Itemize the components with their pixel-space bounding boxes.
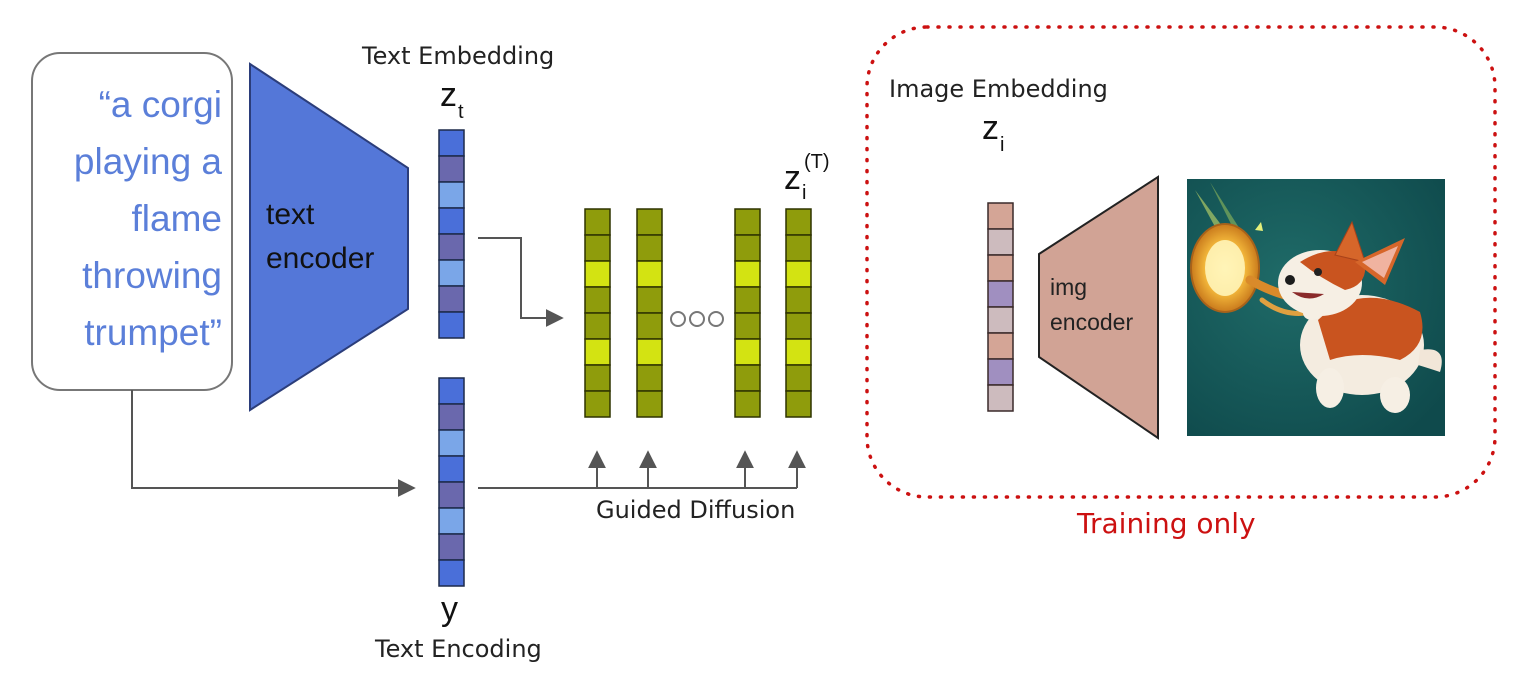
image-embedding-cell <box>987 384 1014 412</box>
diffusion-output-var: z <box>784 159 801 197</box>
diffusion-cell <box>734 390 761 418</box>
diffusion-cell <box>636 286 663 314</box>
diffusion-cell <box>636 390 663 418</box>
text-encoding-cell <box>438 559 465 587</box>
diffusion-cell <box>636 260 663 288</box>
text-embedding-cell <box>438 259 465 287</box>
image-embedding-cell <box>987 202 1014 230</box>
diffusion-cell <box>636 234 663 262</box>
text-encoding-cell <box>438 533 465 561</box>
diffusion-cell <box>785 338 812 366</box>
diffusion-cell <box>785 364 812 392</box>
diffusion-step-2 <box>636 208 663 418</box>
guided-diffusion-label: Guided Diffusion <box>596 496 795 524</box>
image-embedding-var: z <box>982 109 999 147</box>
training-only-region <box>865 25 1497 499</box>
image-embedding-cell <box>987 306 1014 334</box>
prompt-to-encoding-arrow <box>131 390 416 497</box>
image-embedding-cell <box>987 228 1014 256</box>
diffusion-cell <box>785 390 812 418</box>
diffusion-cell <box>584 338 611 366</box>
diffusion-cell <box>734 208 761 236</box>
diffusion-cell <box>636 338 663 366</box>
diffusion-cell <box>584 208 611 236</box>
image-embedding-cell <box>987 332 1014 360</box>
text-encoding-cell <box>438 403 465 431</box>
diffusion-cell <box>636 312 663 340</box>
diffusion-step-1 <box>584 208 611 418</box>
diffusion-cell <box>584 260 611 288</box>
ellipsis-dot-3 <box>708 311 724 327</box>
diffusion-cell <box>785 312 812 340</box>
text-encoding-vector <box>438 377 465 587</box>
diffusion-cell <box>734 364 761 392</box>
diffusion-output-sub: i <box>802 182 806 204</box>
text-embedding-cell <box>438 129 465 157</box>
text-embedding-var: z <box>440 76 457 114</box>
diffusion-cell <box>785 234 812 262</box>
prompt-line-1: “a corgi <box>99 84 222 125</box>
diffusion-cell <box>785 208 812 236</box>
text-embedding-cell <box>438 155 465 183</box>
text-encoding-title: Text Encoding <box>374 635 542 663</box>
diffusion-cell <box>785 260 812 288</box>
diffusion-cell <box>584 234 611 262</box>
text-embedding-cell <box>438 233 465 261</box>
text-encoding-cell <box>438 507 465 535</box>
img-encoder-label-1: img <box>1050 274 1087 300</box>
text-encoding-cell <box>438 455 465 483</box>
text-embedding-cell <box>438 207 465 235</box>
diffusion-cell <box>734 234 761 262</box>
prompt-line-3: flame <box>132 198 222 239</box>
img-encoder-shape <box>1038 175 1159 440</box>
diffusion-cell <box>584 364 611 392</box>
diffusion-step-3 <box>734 208 761 418</box>
text-encoder-shape <box>249 62 409 412</box>
diffusion-cell <box>734 338 761 366</box>
ellipsis-dot-2 <box>689 311 705 327</box>
prompt-line-5: trumpet” <box>84 312 222 353</box>
diffusion-output-sup: (T) <box>804 151 830 173</box>
image-embedding-sub: i <box>1000 134 1004 156</box>
diffusion-cell <box>734 312 761 340</box>
diffusion-cell <box>584 390 611 418</box>
diffusion-cell <box>636 208 663 236</box>
text-encoding-cell <box>438 429 465 457</box>
embedding-to-diffusion-arrow <box>478 237 564 327</box>
corgi-trumpet-image <box>1187 179 1445 436</box>
diffusion-cell <box>734 260 761 288</box>
diffusion-step-final <box>785 208 812 418</box>
img-encoder-label-2: encoder <box>1050 309 1133 335</box>
text-encoding-cell <box>438 377 465 405</box>
text-encoder-label-2: encoder <box>266 242 374 275</box>
image-embedding-title: Image Embedding <box>889 75 1108 103</box>
ellipsis-dot-1 <box>670 311 686 327</box>
diffusion-cell <box>734 286 761 314</box>
image-embedding-vector <box>987 202 1014 412</box>
image-embedding-cell <box>987 254 1014 282</box>
text-embedding-cell <box>438 181 465 209</box>
text-encoder-label-1: text <box>266 198 315 231</box>
diffusion-cell <box>785 286 812 314</box>
text-embedding-title: Text Embedding <box>361 42 554 70</box>
text-encoding-var: y <box>441 590 458 628</box>
diffusion-cell <box>584 286 611 314</box>
text-embedding-cell <box>438 311 465 339</box>
diffusion-cell <box>636 364 663 392</box>
prompt-line-2: playing a <box>74 141 223 182</box>
image-embedding-cell <box>987 280 1014 308</box>
text-embedding-cell <box>438 285 465 313</box>
text-embedding-sub: t <box>458 101 464 123</box>
prompt-line-4: throwing <box>82 255 222 296</box>
image-embedding-cell <box>987 358 1014 386</box>
training-only-label: Training only <box>1076 507 1256 540</box>
text-embedding-vector <box>438 129 465 339</box>
diffusion-cell <box>584 312 611 340</box>
text-encoding-cell <box>438 481 465 509</box>
